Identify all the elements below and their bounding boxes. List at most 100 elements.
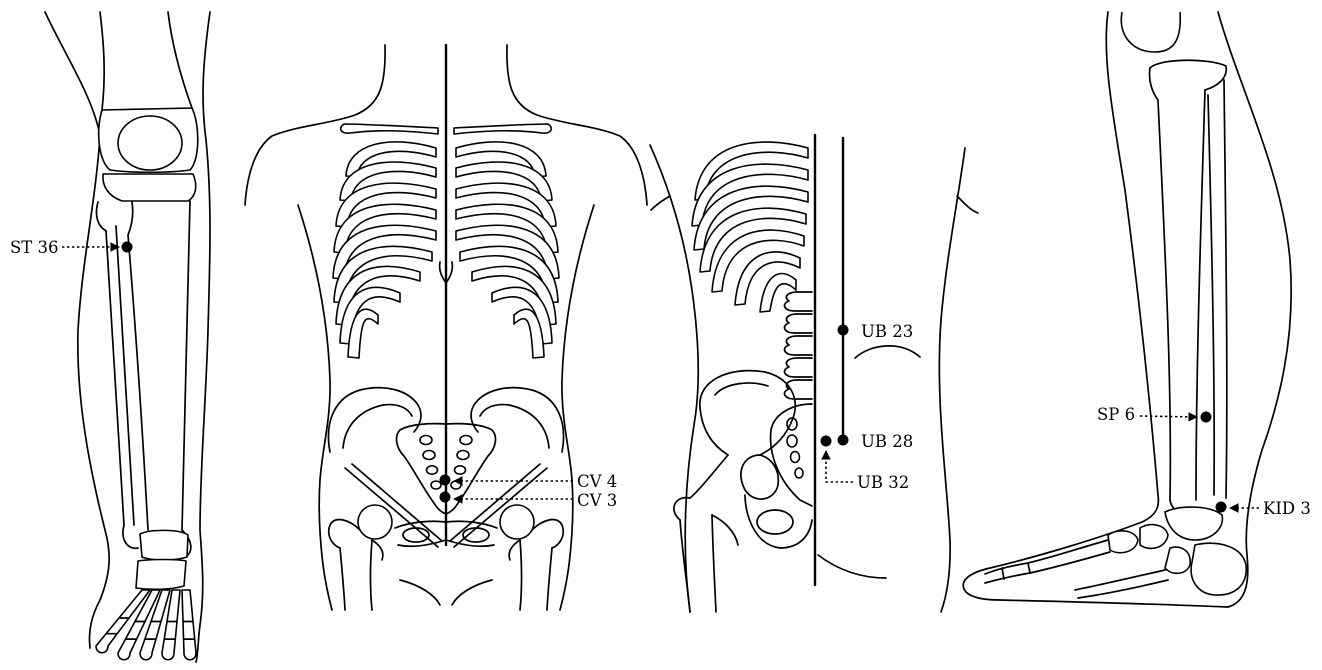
talus-medial — [1165, 507, 1222, 540]
point-ub32 — [821, 436, 832, 447]
ilium-right — [471, 388, 563, 452]
panel-torso-posterior — [650, 135, 978, 612]
ribs-left — [333, 142, 436, 358]
femur-medial-edge — [168, 12, 192, 108]
inguinal-line-left-1 — [345, 468, 438, 547]
lumbar-vertebra-4 — [784, 358, 812, 377]
leg-outline-lateral — [45, 12, 109, 648]
ilium-left — [328, 388, 420, 452]
leader-sp6 — [1140, 416, 1197, 417]
metatarsal-5-upper — [1075, 570, 1165, 590]
iliac-fossa-left — [343, 405, 412, 448]
fibula-back-edge — [1224, 80, 1227, 498]
point-st36 — [122, 242, 133, 253]
femur-lateral-edge — [100, 12, 104, 110]
torso-left-half — [245, 45, 446, 610]
sacral-foramen-posterior-2 — [787, 435, 797, 447]
sacral-foramen-right-4 — [451, 481, 461, 489]
toes-anterior — [96, 590, 196, 660]
metatarsal-5-lower — [1078, 580, 1168, 598]
body-notch-right — [957, 196, 978, 213]
sacral-foramen-left-3 — [427, 466, 438, 474]
femur-neck-left — [329, 520, 360, 548]
body-notch-left — [651, 196, 670, 210]
label-st36: ST 36 — [10, 238, 59, 257]
body-outline-right — [939, 148, 965, 612]
point-cv3 — [440, 492, 451, 503]
torso-side-right — [560, 205, 594, 610]
tibia-head — [1150, 60, 1226, 90]
tarsal-bones — [136, 560, 186, 590]
torso-side-left — [298, 205, 332, 610]
obturator-foramen-posterior — [757, 510, 793, 534]
femur-shaft-lateral-left — [340, 548, 345, 610]
ilium-inner-line — [715, 383, 768, 395]
femoral-head-left — [358, 505, 392, 539]
label-cv4: CV 4 — [577, 472, 617, 491]
sacral-foramen-left-2 — [423, 451, 435, 460]
sacral-foramen-left-1 — [420, 436, 432, 445]
ilium-lower-contour — [700, 408, 728, 455]
point-ub28 — [838, 435, 849, 446]
iliac-fossa-right — [480, 405, 549, 448]
great-toe-lower — [985, 573, 1030, 583]
fibula-front-edge — [1208, 95, 1214, 495]
label-ub32: UB 32 — [857, 473, 909, 492]
inguinal-line-right-1 — [454, 468, 547, 547]
lesser-trochanter-left — [372, 540, 383, 560]
label-ub28: UB 28 — [861, 432, 913, 451]
panel-leg-anterior — [45, 12, 210, 662]
lumbar-vertebra-3 — [784, 336, 812, 355]
lesser-trochanter-right — [509, 540, 520, 560]
lesser-trochanter-posterior — [712, 515, 738, 545]
inner-thigh-left — [400, 580, 440, 605]
lumbar-vertebra-1 — [784, 292, 812, 311]
ischium-pubis-outline — [745, 495, 812, 548]
label-sp6: SP 6 — [1097, 405, 1135, 424]
calcaneus — [1191, 543, 1246, 595]
fibula-shaft-lateral — [106, 231, 124, 525]
lumbar-vertebra-5 — [784, 380, 812, 399]
tibial-plateau — [103, 174, 196, 201]
leg-outline-medial — [196, 12, 210, 662]
toe-5 — [182, 590, 196, 660]
femur-neck-posterior — [690, 455, 728, 498]
ribs-right — [456, 142, 559, 358]
acetabulum-loop — [741, 455, 778, 499]
fibula-head — [96, 202, 106, 231]
torso-right-half — [446, 45, 647, 610]
panel-torso-anterior — [245, 45, 647, 610]
toe-joint-mark-2 — [1002, 568, 1004, 579]
femur-shaft-medial-right — [520, 540, 522, 610]
cuneiform — [1108, 531, 1138, 553]
femur-condyle-medial — [1121, 12, 1180, 52]
gluteal-crest-arc — [855, 346, 920, 358]
tibia-posterior-edge — [1196, 90, 1205, 500]
tibia-medial-edge — [182, 201, 190, 530]
toe-joint-mark-1 — [1028, 563, 1030, 573]
label-ub23: UB 23 — [861, 322, 913, 341]
panel-leg-medial — [963, 12, 1291, 607]
metatarsal-1-upper — [1028, 540, 1108, 563]
greater-trochanter-posterior — [674, 498, 690, 520]
gluteal-lower-curve — [818, 555, 886, 578]
acupuncture-points: ST 36 CV 4 CV 3 UB 23 UB 28 UB 32 SP 6 K… — [10, 238, 1311, 518]
body-outline-left — [650, 145, 698, 612]
point-kid3 — [1216, 502, 1227, 513]
femur-shaft-posterior-medial — [712, 515, 716, 612]
femoral-head-right — [500, 505, 534, 539]
leader-ub32 — [826, 451, 853, 482]
sacral-foramen-right-2 — [457, 451, 469, 460]
lumbar-vertebra-2 — [784, 314, 812, 333]
clavicle-left — [341, 124, 438, 134]
sacral-foramen-posterior-4 — [795, 468, 803, 478]
femur-neck-right — [532, 520, 563, 548]
posterior-ribs — [692, 142, 808, 312]
point-sp6 — [1201, 412, 1212, 423]
talus — [140, 530, 188, 560]
navicular — [1140, 525, 1168, 549]
sacral-foramen-left-4 — [431, 481, 441, 489]
sacral-foramen-posterior-3 — [791, 452, 800, 463]
clavicle-right — [454, 124, 551, 134]
